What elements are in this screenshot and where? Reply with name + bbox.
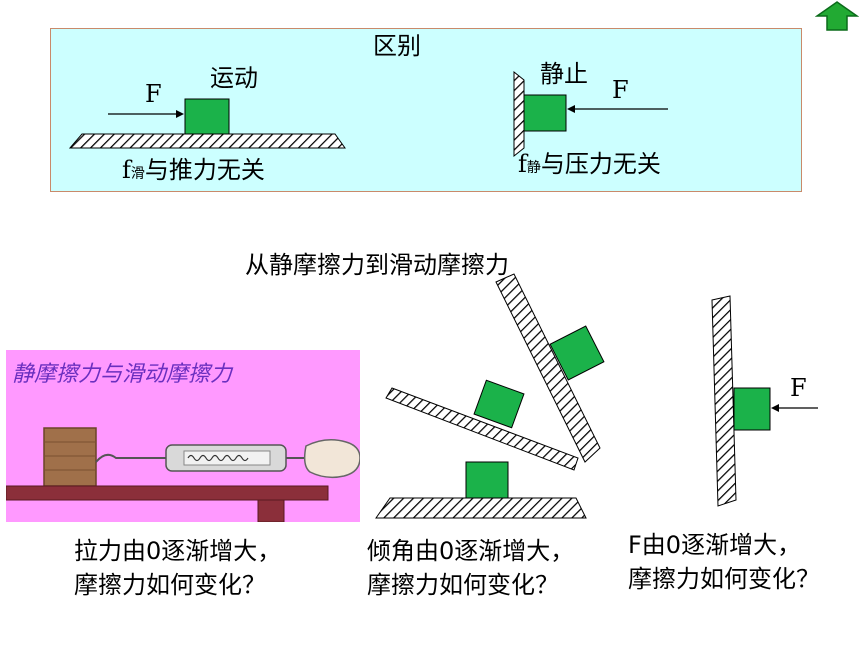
scale-window [183, 450, 271, 466]
block [465, 461, 509, 499]
experiment-illustration: 静摩擦力与滑动摩擦力 [6, 350, 360, 522]
up-nav-button[interactable] [815, 0, 859, 32]
experiment-drawing [6, 427, 360, 522]
pull-question: 拉力由0逐渐增大， 摩擦力如何变化？ [74, 534, 281, 602]
up-arrow-icon [815, 1, 859, 31]
friction-symbol: f [518, 150, 527, 178]
table-top [6, 485, 329, 501]
friction-subscript: 静 [526, 160, 541, 176]
wall-question: F由0逐渐增大， 摩擦力如何变化？ [628, 528, 820, 596]
section-title: 从静摩擦力到滑动摩擦力 [245, 251, 509, 279]
question-line: 摩擦力如何变化？ [628, 565, 820, 593]
block [549, 325, 605, 381]
comparison-heading: 区别 [373, 32, 421, 60]
motion-label: 运动 [210, 64, 258, 92]
block [184, 98, 230, 135]
ground-surface [68, 133, 346, 149]
hand [303, 439, 360, 479]
wooden-block [43, 427, 97, 487]
question-line: 倾角由0逐渐增大， [367, 537, 575, 565]
arrow-head [176, 110, 184, 118]
friction-symbol: f [122, 156, 131, 184]
block [523, 94, 567, 132]
friction-relation: 与推力无关 [144, 156, 265, 184]
flat-base [375, 497, 587, 519]
rest-diagram [513, 70, 668, 158]
motion-force-label: F [145, 80, 162, 108]
wall-surface [513, 70, 525, 158]
block [473, 379, 525, 429]
motion-friction-text: f滑与推力无关 [122, 150, 265, 185]
spring-coil [187, 454, 249, 462]
rest-label: 静止 [540, 60, 588, 88]
hook-string [95, 453, 166, 463]
incline-diagram [375, 273, 605, 519]
rest-force-label: F [612, 76, 629, 104]
incline-question: 倾角由0逐渐增大， 摩擦力如何变化？ [367, 534, 574, 602]
question-line: F由0逐渐增大， [628, 531, 802, 559]
friction-relation: 与压力无关 [540, 150, 661, 178]
block [733, 387, 771, 431]
steep-incline [495, 273, 601, 463]
shallow-incline [385, 387, 579, 471]
experiment-caption: 静摩擦力与滑动摩擦力 [12, 362, 233, 387]
motion-diagram [68, 98, 346, 149]
comparison-panel [50, 28, 802, 192]
question-line: 摩擦力如何变化？ [367, 571, 559, 599]
friction-subscript: 滑 [130, 166, 145, 182]
question-line: 摩擦力如何变化？ [74, 571, 266, 599]
wall-force-label: F [790, 374, 807, 402]
table-leg [257, 499, 285, 522]
rest-friction-text: f静与压力无关 [518, 144, 661, 179]
wall-press-diagram [711, 295, 818, 507]
question-line: 拉力由0逐渐增大， [74, 537, 282, 565]
arrow-head [771, 404, 779, 412]
tall-wall [711, 295, 737, 507]
arrow-head [567, 105, 575, 113]
